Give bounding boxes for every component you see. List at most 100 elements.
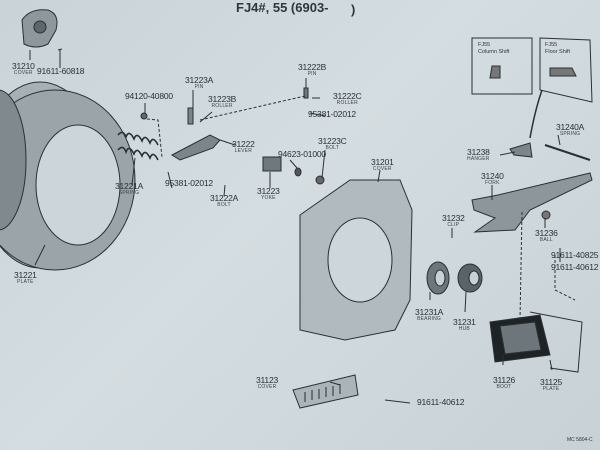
part-number: 94120-40800 — [125, 91, 173, 101]
part-number: 31236 — [535, 228, 558, 238]
part-name: PIN — [194, 83, 204, 90]
part-name: COVER — [372, 165, 392, 172]
inset-label: Column Shift — [478, 49, 510, 56]
page-title: FJ4#, 55 (6903- ) — [236, 0, 355, 17]
part-name: BOLT — [325, 144, 340, 151]
inspection-cover-drawing — [292, 374, 359, 409]
part-number: 31240A — [556, 122, 585, 132]
part-name: PIN — [307, 70, 317, 77]
part-number: 31222C — [333, 91, 362, 101]
part-callout: 94623-01000 — [278, 150, 326, 159]
part-number: 91611-40612 — [551, 262, 599, 272]
inset-column-shift-label: FJ55 Column Shift — [478, 42, 510, 56]
part-number: 31201 — [371, 157, 394, 167]
part-name: YOKE — [260, 194, 276, 201]
part-number: 31210 — [12, 61, 35, 71]
part-name: ROLLER — [211, 102, 233, 109]
part-name: COVER — [257, 383, 277, 390]
part-number: 31222 — [232, 139, 255, 149]
part-number: 91611-40612 — [417, 397, 465, 407]
part-callout: 91611-60818 — [37, 67, 84, 76]
part-name: BOOT — [496, 383, 512, 390]
part-name: PLATE — [542, 385, 560, 392]
part-number: 31223 — [257, 186, 280, 196]
inset-model: FJ55 — [545, 42, 558, 48]
inset-floor-shift-label: FJ55 Floor Shift — [545, 42, 570, 56]
part-number: 31223A — [185, 75, 214, 85]
release-fork-drawing — [471, 172, 593, 233]
part-callout: 91611-40612 — [417, 398, 464, 407]
part-name: ROLLER — [336, 99, 358, 106]
catalog-code: MC 5804-C — [567, 437, 593, 443]
part-name: BOLT — [217, 201, 231, 208]
part-number: 31238 — [467, 147, 490, 157]
part-number: 31232 — [442, 213, 465, 223]
part-name: COVER — [13, 69, 33, 76]
part-name: BALL — [539, 236, 553, 243]
part-name: FORK — [484, 179, 500, 186]
part-name: LEVER — [234, 147, 253, 154]
part-number: 94623-01000 — [278, 149, 326, 159]
part-name: SPRING — [118, 189, 140, 196]
title-text: FJ4#, 55 (6903- — [236, 0, 329, 15]
part-name: HANGER — [467, 155, 490, 162]
part-name: HUB — [458, 325, 470, 332]
part-number: 91611-40825 — [551, 250, 599, 260]
inset-model: FJ55 — [478, 42, 491, 48]
boot-and-plate-drawing — [489, 311, 583, 373]
title-close: ) — [351, 2, 356, 17]
part-name: SPRING — [559, 130, 581, 137]
part-name: CLIP — [447, 221, 460, 228]
spring-drawing — [117, 131, 159, 161]
part-number: 31125 — [540, 377, 563, 387]
part-number: 95381-02012 — [165, 178, 213, 188]
part-callout: 95381-02012 — [165, 179, 213, 188]
part-number: 31221 — [14, 270, 37, 280]
part-callout: 91611-40612 — [551, 263, 598, 272]
part-number: 31223B — [208, 94, 237, 104]
inset-label: Floor Shift — [545, 49, 571, 56]
part-number: 31221A — [115, 181, 144, 191]
part-number: 31223C — [318, 136, 347, 146]
part-number: 31222A — [210, 193, 239, 203]
clutch-housing-drawing — [299, 179, 413, 341]
inset-floor-shift-frame — [539, 37, 593, 103]
part-number: 31231 — [453, 317, 476, 327]
part-number: 31123 — [256, 375, 279, 385]
part-number: 31126 — [493, 375, 516, 385]
part-number: 31240 — [481, 171, 504, 181]
part-callout: 95381-02012 — [308, 110, 356, 119]
part-name: BEARING — [417, 315, 441, 322]
part-number: 31231A — [415, 307, 444, 317]
part-callout: 94120-40800 — [125, 92, 173, 101]
part-number: 31222B — [298, 62, 327, 72]
clutch-plate-drawing — [0, 81, 136, 271]
part-callout: 91611-40825 — [551, 251, 598, 260]
part-number: 95381-02012 — [308, 109, 356, 119]
part-name: PLATE — [17, 278, 34, 285]
clutch-cover-small-drawing — [21, 9, 58, 48]
